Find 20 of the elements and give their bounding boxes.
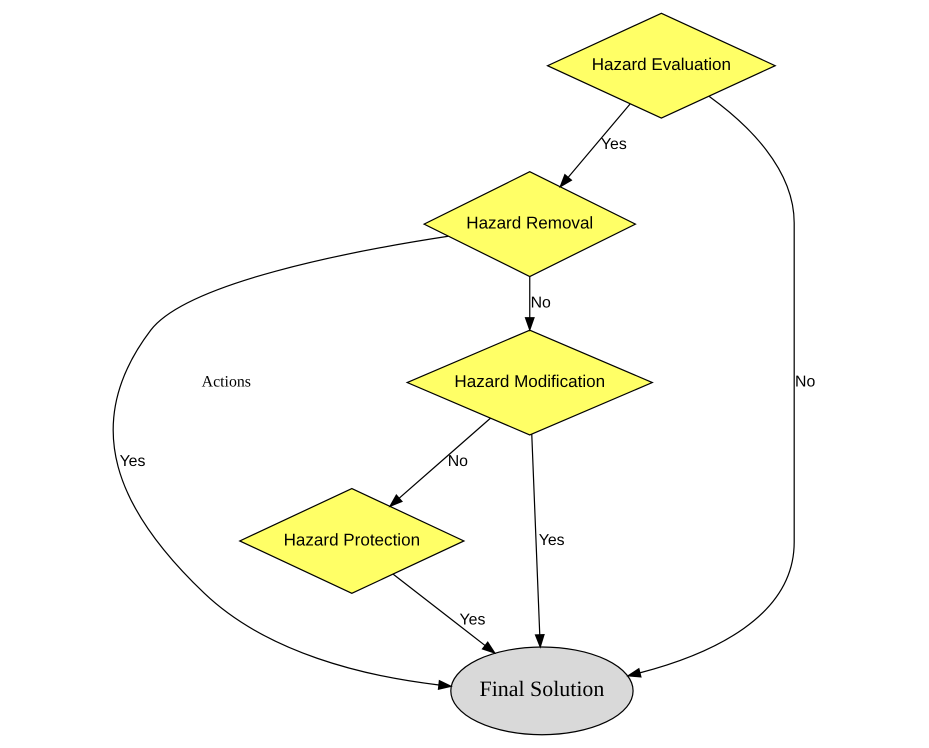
edge-label: No — [448, 452, 468, 470]
label: Actions — [202, 374, 251, 391]
node-diamond: Hazard Modification — [406, 329, 654, 436]
node-diamond: Hazard Removal — [422, 171, 637, 278]
edge-label: No — [530, 294, 551, 312]
node-diamond: Hazard Evaluation — [546, 12, 777, 119]
node-ellipse: Final Solution — [450, 646, 634, 736]
edge-label: No — [795, 374, 816, 391]
edge-label: Yes — [460, 611, 486, 628]
arrow — [531, 434, 545, 649]
node-diamond: Hazard Protection — [238, 488, 466, 594]
arrow — [392, 574, 496, 654]
edge-label: Yes — [600, 136, 627, 154]
arrow — [388, 418, 491, 508]
arrow — [524, 276, 535, 332]
edge-label: Yes — [120, 452, 146, 470]
arrow — [626, 96, 795, 678]
edge-label: Yes — [538, 532, 565, 550]
arrow — [559, 103, 631, 188]
arrow — [112, 236, 453, 690]
